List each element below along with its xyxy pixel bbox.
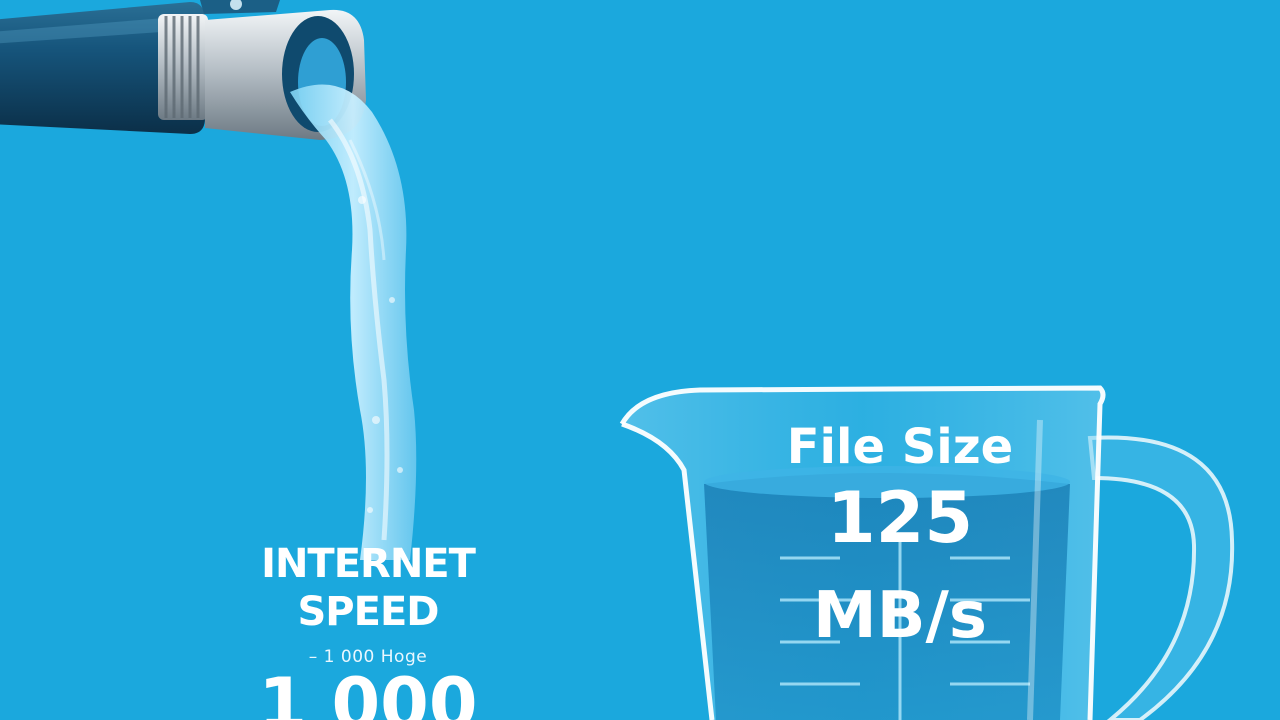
internet-speed-title: INTERNET SPEED: [261, 541, 476, 635]
water-stream-icon: [290, 84, 417, 560]
internet-speed-value: 1 000: [258, 663, 478, 720]
file-size-value: 125: [826, 477, 974, 559]
internet-speed-subtitle: – 1 000 Hoge: [308, 647, 428, 667]
file-size-title: File Size: [786, 419, 1014, 475]
file-size-unit: MB/s: [813, 579, 987, 653]
measuring-jug-icon: [619, 385, 1235, 720]
